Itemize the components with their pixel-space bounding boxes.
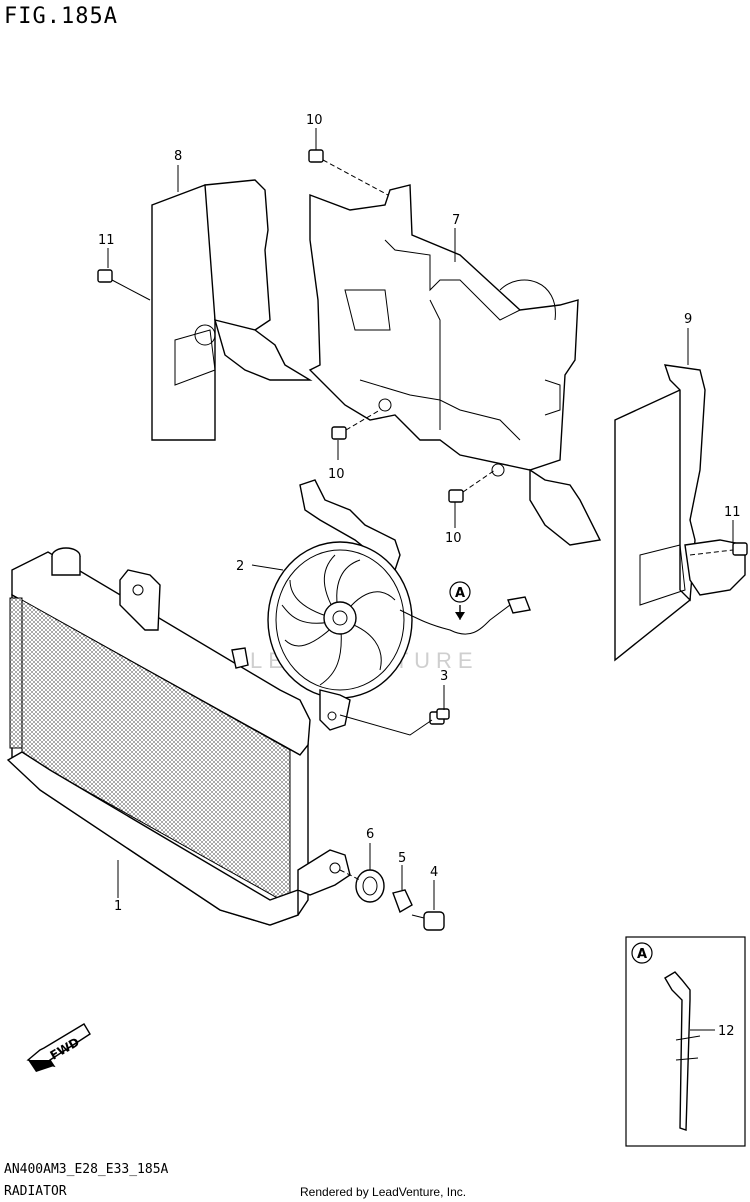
- callout-1: 1: [114, 899, 122, 914]
- render-credit: Rendered by LeadVenture, Inc.: [300, 1185, 467, 1199]
- radiator-part-1[interactable]: [6, 547, 351, 926]
- bolt-part-11-right[interactable]: [732, 542, 748, 556]
- bolt-part-10-bottom[interactable]: [448, 489, 464, 503]
- cooling-fan-part-2[interactable]: [267, 479, 531, 731]
- main-shroud-part-7[interactable]: [308, 184, 602, 546]
- connector-marker-a: A: [449, 581, 471, 620]
- callout-7: 7: [452, 213, 460, 228]
- bolt-part-10-top[interactable]: [308, 149, 324, 163]
- svg-text:A: A: [455, 586, 465, 601]
- grommet-part-6[interactable]: [355, 869, 385, 903]
- cable-tie-part-12[interactable]: [664, 971, 701, 1131]
- leader-lines: [107, 128, 734, 910]
- callout-8: 8: [174, 149, 182, 164]
- section-name: RADIATOR: [4, 1184, 67, 1199]
- callout-11-left: 11: [98, 233, 115, 248]
- bolt-part-11-left[interactable]: [97, 269, 113, 283]
- callout-10-bottom: 10: [445, 531, 462, 546]
- figure-title: FIG.185A: [4, 4, 118, 29]
- fwd-arrow-icon: FWD: [26, 1023, 91, 1072]
- diagram-code: AN400AM3_E28_E33_185A: [4, 1162, 169, 1177]
- callout-6: 6: [366, 827, 374, 842]
- bolt-part-10-middle[interactable]: [331, 426, 347, 440]
- callout-10-top: 10: [306, 113, 323, 128]
- callout-3: 3: [440, 669, 448, 684]
- collar-part-5[interactable]: [392, 889, 413, 914]
- callout-5: 5: [398, 851, 406, 866]
- callout-10-middle: 10: [328, 467, 345, 482]
- right-shroud-part-9[interactable]: [614, 364, 746, 662]
- callout-11-right: 11: [724, 505, 741, 520]
- bolt-part-4[interactable]: [411, 911, 445, 931]
- inset-marker-a: A: [637, 947, 647, 962]
- callout-4: 4: [430, 865, 438, 880]
- callout-2: 2: [236, 559, 244, 574]
- left-shroud-part-8[interactable]: [151, 179, 313, 441]
- bolt-part-3[interactable]: [429, 708, 450, 725]
- callout-12: 12: [718, 1024, 735, 1039]
- inset-box: A 12: [625, 936, 746, 1147]
- callout-9: 9: [684, 312, 692, 327]
